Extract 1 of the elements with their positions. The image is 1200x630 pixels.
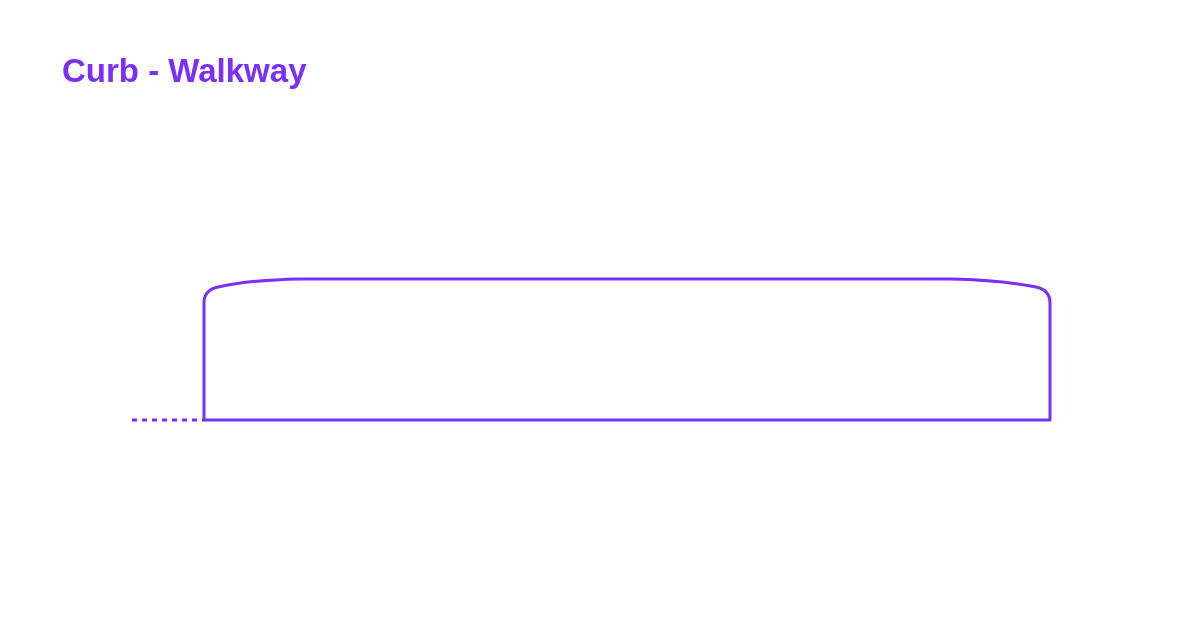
diagram-title: Curb - Walkway: [62, 52, 307, 90]
